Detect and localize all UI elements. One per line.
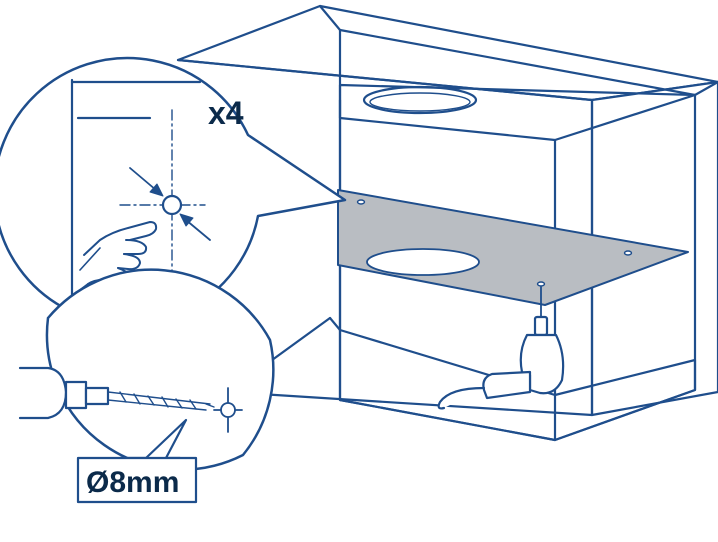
panel	[337, 189, 689, 306]
panel-mark-2	[623, 250, 633, 256]
callout-top: x4	[0, 56, 347, 326]
drill-side-chuck-2	[84, 386, 110, 406]
electric-drill-icon	[437, 286, 565, 410]
drill-side-chuck-1	[64, 380, 88, 410]
drill-cable	[437, 386, 486, 410]
quantity-label: x4	[208, 95, 244, 131]
callout-bottom: Ø8mm	[18, 268, 275, 504]
arrow-upper-left-head	[149, 183, 164, 197]
drill-side-body	[18, 366, 68, 420]
upper-shelf-hole-inner	[369, 92, 471, 112]
upper-shelf-hole	[362, 85, 478, 115]
diameter-label-box	[76, 456, 198, 504]
drill-chuck	[533, 315, 549, 337]
drill-handle	[482, 370, 532, 400]
panel-group	[337, 189, 689, 306]
arrow-lower-right-shaft	[185, 219, 211, 241]
cabinet-inner-edge-top	[318, 4, 342, 32]
hole-circle	[161, 194, 183, 216]
drill-bit-icon	[107, 391, 215, 411]
cabinet-bottom-edge	[328, 316, 342, 332]
panel-center-hole	[366, 248, 480, 276]
panel-mark-1	[356, 199, 366, 205]
upper-shelf	[338, 83, 697, 142]
panel-mark-3	[536, 281, 546, 287]
drill-body	[519, 333, 565, 395]
arrow-lower-right-head	[179, 213, 194, 227]
cabinet-inner-edge-right	[693, 80, 718, 97]
crosshair-icon	[213, 387, 243, 433]
callout-bottom-bubble	[45, 268, 275, 471]
diameter-label: Ø8mm	[86, 466, 179, 499]
arrow-upper-left-shaft	[129, 167, 157, 191]
cabinet-bottom	[338, 328, 697, 442]
